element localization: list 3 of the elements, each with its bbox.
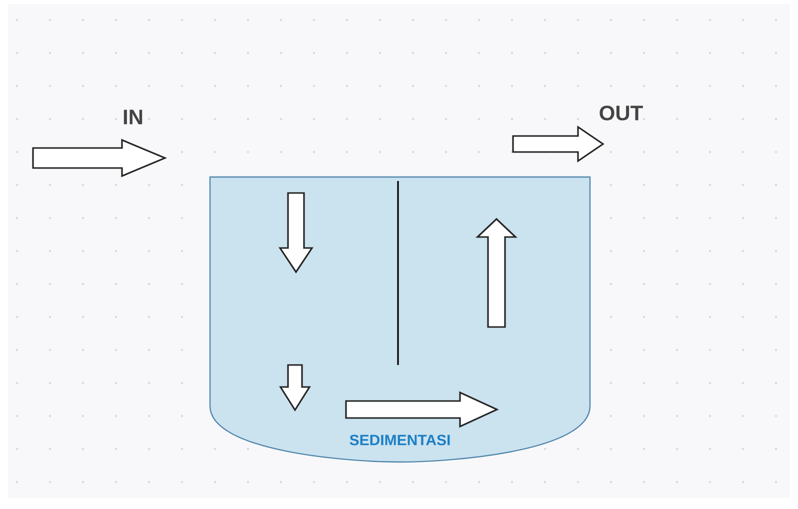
sedimentation-tank: SEDIMENTASI [209,176,591,463]
flow-label: IN [124,110,142,124]
flow-label: OUT [600,106,643,120]
